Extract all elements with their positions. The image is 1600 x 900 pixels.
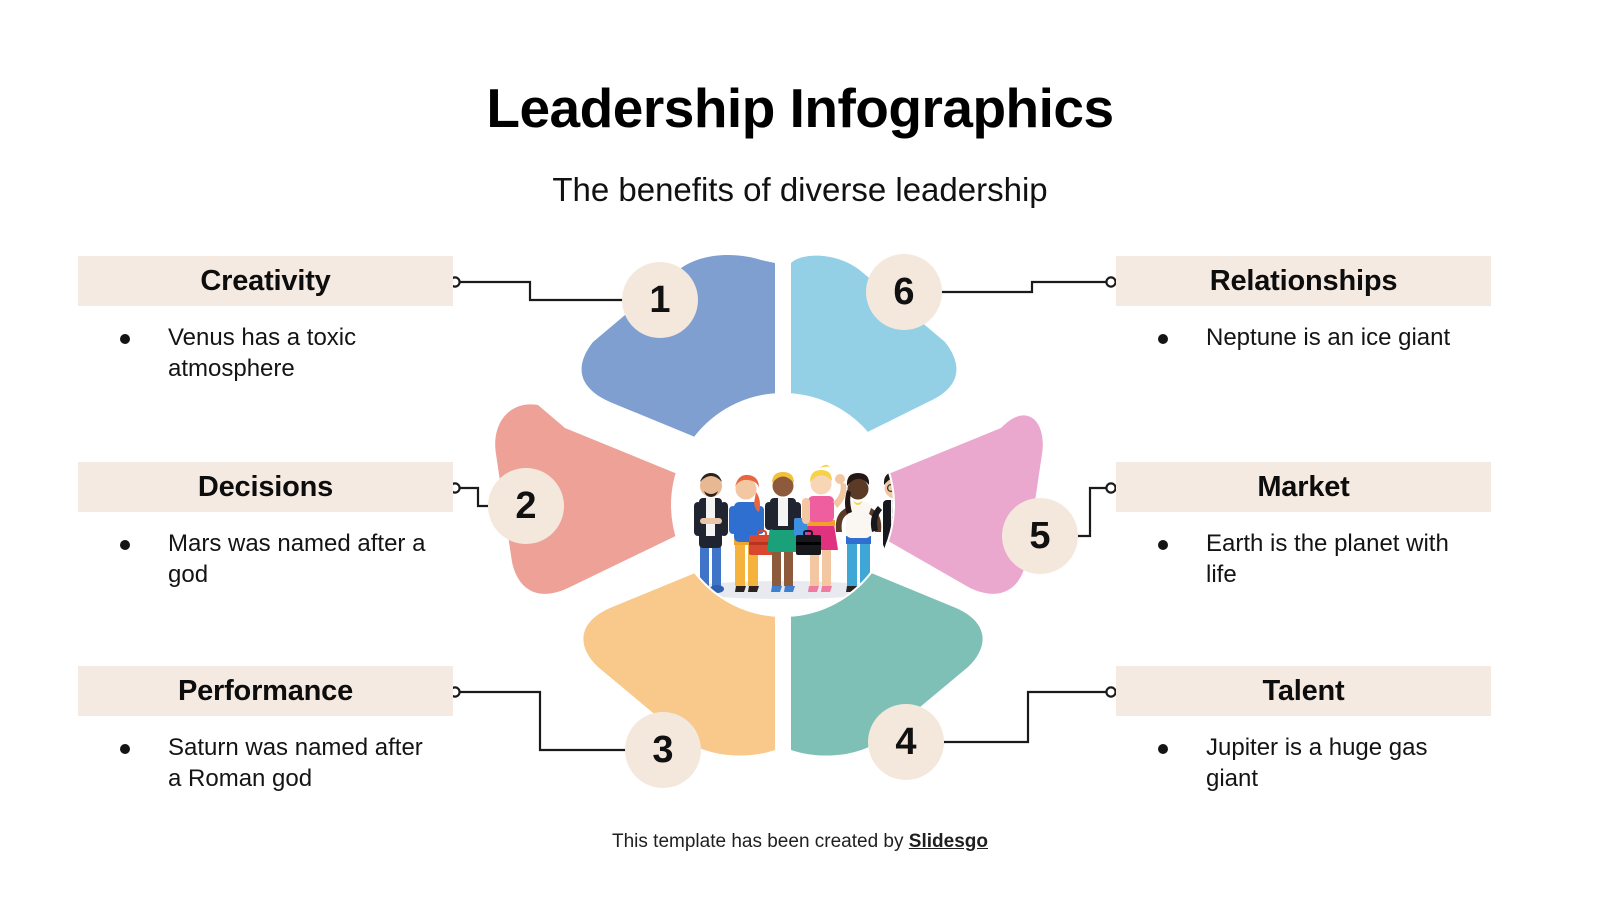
section-decisions: Decisions Mars was named after a god	[78, 462, 453, 590]
number-badges: 1 2 3 4 5 6	[488, 254, 1078, 788]
section-talent-label: Talent	[1262, 674, 1345, 707]
badge-6-number: 6	[893, 271, 914, 313]
footer-prefix: This template has been created by	[612, 831, 909, 852]
section-market-bullet: Earth is the planet with life	[1116, 528, 1491, 590]
person-5	[835, 473, 882, 592]
connector-node-5	[1105, 482, 1117, 494]
connector-path-6	[940, 280, 1107, 294]
connector-node-4	[1105, 686, 1117, 698]
section-performance: Performance Saturn was named after a Rom…	[78, 666, 453, 794]
badge-1-number: 1	[649, 279, 670, 321]
connector-path-5	[1076, 486, 1107, 538]
section-market-label: Market	[1257, 470, 1350, 503]
section-talent: Talent Jupiter is a huge gas giant	[1116, 666, 1491, 794]
person-2	[729, 474, 775, 592]
section-performance-body: Saturn was named after a Roman god	[168, 734, 423, 793]
section-relationships-label: Relationships	[1209, 264, 1398, 297]
connector-path-1	[459, 280, 626, 302]
bullet-dot-icon	[120, 540, 130, 550]
page-title: Leadership Infographics	[486, 77, 1114, 139]
bullet-dot-icon	[1158, 540, 1168, 550]
section-relationships: Relationships Neptune is an ice giant	[1116, 256, 1491, 353]
person-3	[765, 472, 808, 592]
badge-2[interactable]: 2	[488, 468, 564, 544]
section-creativity-bullet: Venus has a toxic atmosphere	[78, 322, 453, 384]
section-relationships-body: Neptune is an ice giant	[1206, 324, 1451, 351]
section-decisions-label: Decisions	[197, 470, 334, 503]
connector-path-3	[459, 690, 630, 752]
bullet-dot-icon	[120, 744, 130, 754]
page-subtitle: The benefits of diverse leadership	[552, 171, 1048, 208]
section-creativity-band[interactable]: Creativity	[78, 256, 453, 306]
petal-5[interactable]	[820, 415, 1043, 594]
connector-path-4	[944, 690, 1107, 744]
section-performance-label: Performance	[177, 674, 354, 707]
badge-5-number: 5	[1029, 515, 1050, 557]
section-talent-body: Jupiter is a huge gas giant	[1206, 734, 1428, 793]
bullet-dot-icon	[120, 334, 130, 344]
badge-4[interactable]: 4	[868, 704, 944, 780]
section-talent-bullet: Jupiter is a huge gas giant	[1116, 732, 1491, 794]
section-decisions-band[interactable]: Decisions	[78, 462, 453, 512]
section-creativity-body: Venus has a toxic atmosphere	[168, 324, 357, 383]
petal-wheel-diagram: 1 2 3 4 5 6	[488, 254, 1078, 788]
bullet-dot-icon	[1158, 744, 1168, 754]
section-creativity: Creativity Venus has a toxic atmosphere	[78, 256, 453, 384]
petal-2[interactable]	[495, 404, 746, 594]
section-market-band[interactable]: Market	[1116, 462, 1491, 512]
footer-credit: This template has been created by Slides…	[0, 831, 1600, 853]
section-creativity-label: Creativity	[200, 264, 331, 297]
connector-node-6	[1105, 276, 1117, 288]
badge-3[interactable]: 3	[625, 712, 701, 788]
section-relationships-bullet: Neptune is an ice giant	[1116, 322, 1491, 353]
badge-3-number: 3	[652, 729, 673, 771]
footer-brand-link[interactable]: Slidesgo	[908, 831, 988, 852]
section-decisions-bullet: Mars was named after a god	[78, 528, 453, 590]
badge-4-number: 4	[895, 721, 916, 763]
section-performance-band[interactable]: Performance	[78, 666, 453, 716]
badge-6[interactable]: 6	[866, 254, 942, 330]
section-market-body: Earth is the planet with life	[1206, 530, 1449, 589]
section-relationships-band[interactable]: Relationships	[1116, 256, 1491, 306]
badge-2-number: 2	[515, 485, 536, 527]
section-market: Market Earth is the planet with life	[1116, 462, 1491, 590]
section-decisions-body: Mars was named after a god	[168, 530, 426, 589]
badge-5[interactable]: 5	[1002, 498, 1078, 574]
person-4	[796, 464, 847, 592]
section-performance-bullet: Saturn was named after a Roman god	[78, 732, 453, 794]
section-talent-band[interactable]: Talent	[1116, 666, 1491, 716]
bullet-dot-icon	[1158, 334, 1168, 344]
badge-1[interactable]: 1	[622, 262, 698, 338]
